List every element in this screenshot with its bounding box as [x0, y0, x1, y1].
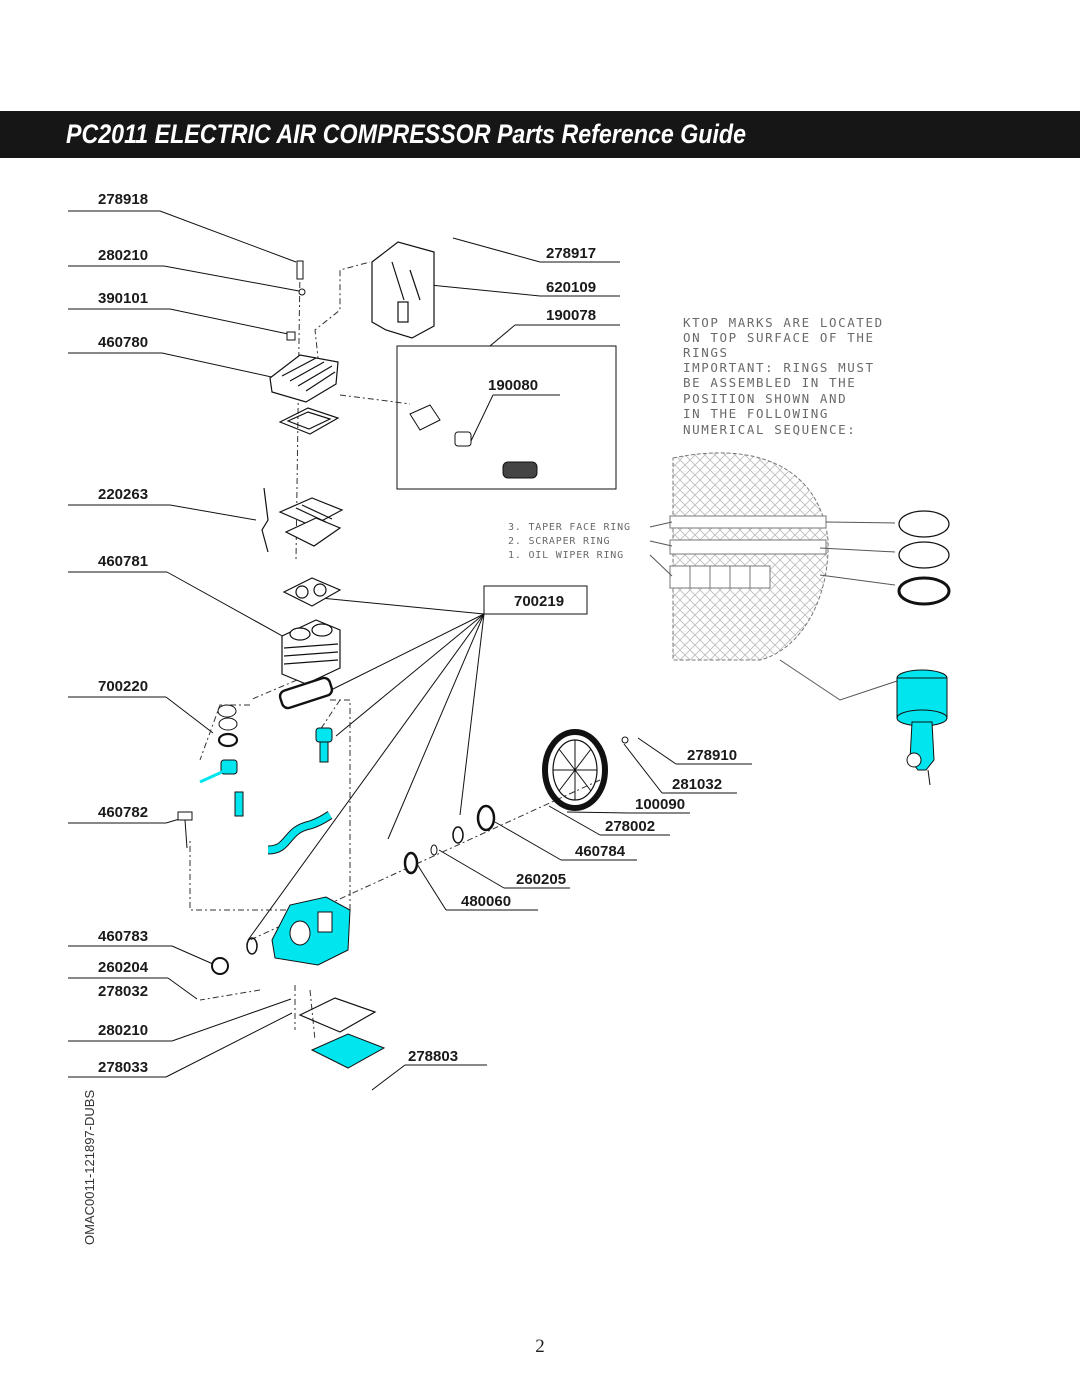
- ring-label-oil-wiper: 1. OIL WIPER RING: [508, 550, 624, 561]
- part-label-260205: 260205: [516, 871, 566, 888]
- valve-kit-icon: [409, 404, 538, 479]
- part-label-480060: 480060: [461, 893, 511, 910]
- flywheel-icon: [542, 729, 608, 811]
- part-label-460784: 460784: [575, 843, 626, 860]
- part-label-100090: 100090: [635, 796, 685, 813]
- right-part-labels: [247, 237, 752, 1091]
- part-label-278918: 278918: [98, 191, 148, 208]
- note-line: NUMERICAL SEQUENCE:: [683, 422, 856, 437]
- part-label-220263: 220263: [98, 486, 148, 503]
- note-line: ON TOP SURFACE OF THE: [683, 330, 875, 345]
- note-line: IMPORTANT: RINGS MUST: [683, 360, 875, 375]
- note-line: KTOP MARKS ARE LOCATED: [683, 315, 884, 330]
- part-label-460783: 460783: [98, 928, 148, 945]
- piston-ring-set-icon: [217, 704, 239, 748]
- part-label-190078: 190078: [546, 307, 596, 324]
- piston-icon: [199, 727, 333, 817]
- cylinder-head-icon: [269, 354, 339, 403]
- cylinder-gasket-icon: [278, 676, 334, 710]
- head-bolt-icon: [286, 260, 306, 341]
- oil-cap-icon: [211, 957, 229, 975]
- part-label-278917: 278917: [546, 245, 596, 262]
- part-label-278803: 278803: [408, 1048, 458, 1065]
- note-line: IN THE FOLLOWING: [683, 406, 829, 421]
- part-label-280210-bottom: 280210: [98, 1022, 148, 1039]
- part-label-190080: 190080: [488, 377, 538, 394]
- ring-label-taper: 3. TAPER FACE RING: [508, 522, 631, 533]
- part-label-260204: 260204: [98, 959, 149, 976]
- ring-position-note: KTOP MARKS ARE LOCATED ON TOP SURFACE OF…: [683, 315, 884, 437]
- part-label-700220: 700220: [98, 678, 148, 695]
- cylinder-block-icon: [281, 619, 341, 685]
- note-line: POSITION SHOWN AND: [683, 391, 847, 406]
- part-label-390101: 390101: [98, 290, 148, 307]
- crankcase-icon: [271, 896, 351, 966]
- page-title: PC2011 ELECTRIC AIR COMPRESSOR Parts Ref…: [66, 119, 747, 149]
- note-line: BE ASSEMBLED IN THE: [683, 375, 856, 390]
- piston-cross-section-icon: [669, 452, 829, 661]
- bearing-icon: [403, 736, 629, 875]
- note-line: RINGS: [683, 345, 729, 360]
- head-gasket-icon: [278, 407, 340, 435]
- oil-seal-icon: [246, 937, 258, 955]
- part-label-460782: 460782: [98, 804, 148, 821]
- part-label-278033: 278033: [98, 1059, 148, 1076]
- part-label-278002: 278002: [605, 818, 655, 835]
- title-bar: [0, 111, 1080, 158]
- valve-plate-icon: [261, 487, 344, 553]
- part-label-460780: 460780: [98, 334, 148, 351]
- left-part-labels: [68, 210, 300, 1078]
- assembly-centerlines: [189, 261, 601, 1041]
- part-label-280210: 280210: [98, 247, 148, 264]
- cylinder-plate-icon: [282, 577, 342, 607]
- part-label-278910: 278910: [687, 747, 737, 764]
- piston-assembly-icon: [896, 669, 948, 786]
- base-gasket-icon: [298, 997, 377, 1033]
- part-label-700219: 700219: [514, 593, 564, 610]
- part-label-460781: 460781: [98, 553, 148, 570]
- part-label-281032: 281032: [672, 776, 722, 793]
- page-number: 2: [535, 1336, 545, 1357]
- base-plate-icon: [310, 1033, 386, 1069]
- part-label-278032: 278032: [98, 983, 148, 1000]
- part-label-620109: 620109: [546, 279, 596, 296]
- ring-label-scraper: 2. SCRAPER RING: [508, 536, 610, 547]
- piston-ring-diagram-icon: [897, 510, 951, 606]
- document-code: OMAC0011-121897-DUBS: [82, 1089, 97, 1245]
- ring-labels: 3. TAPER FACE RING 2. SCRAPER RING 1. OI…: [508, 522, 631, 561]
- dipstick-icon: [177, 811, 193, 849]
- belt-guard-shroud-icon: [371, 241, 435, 339]
